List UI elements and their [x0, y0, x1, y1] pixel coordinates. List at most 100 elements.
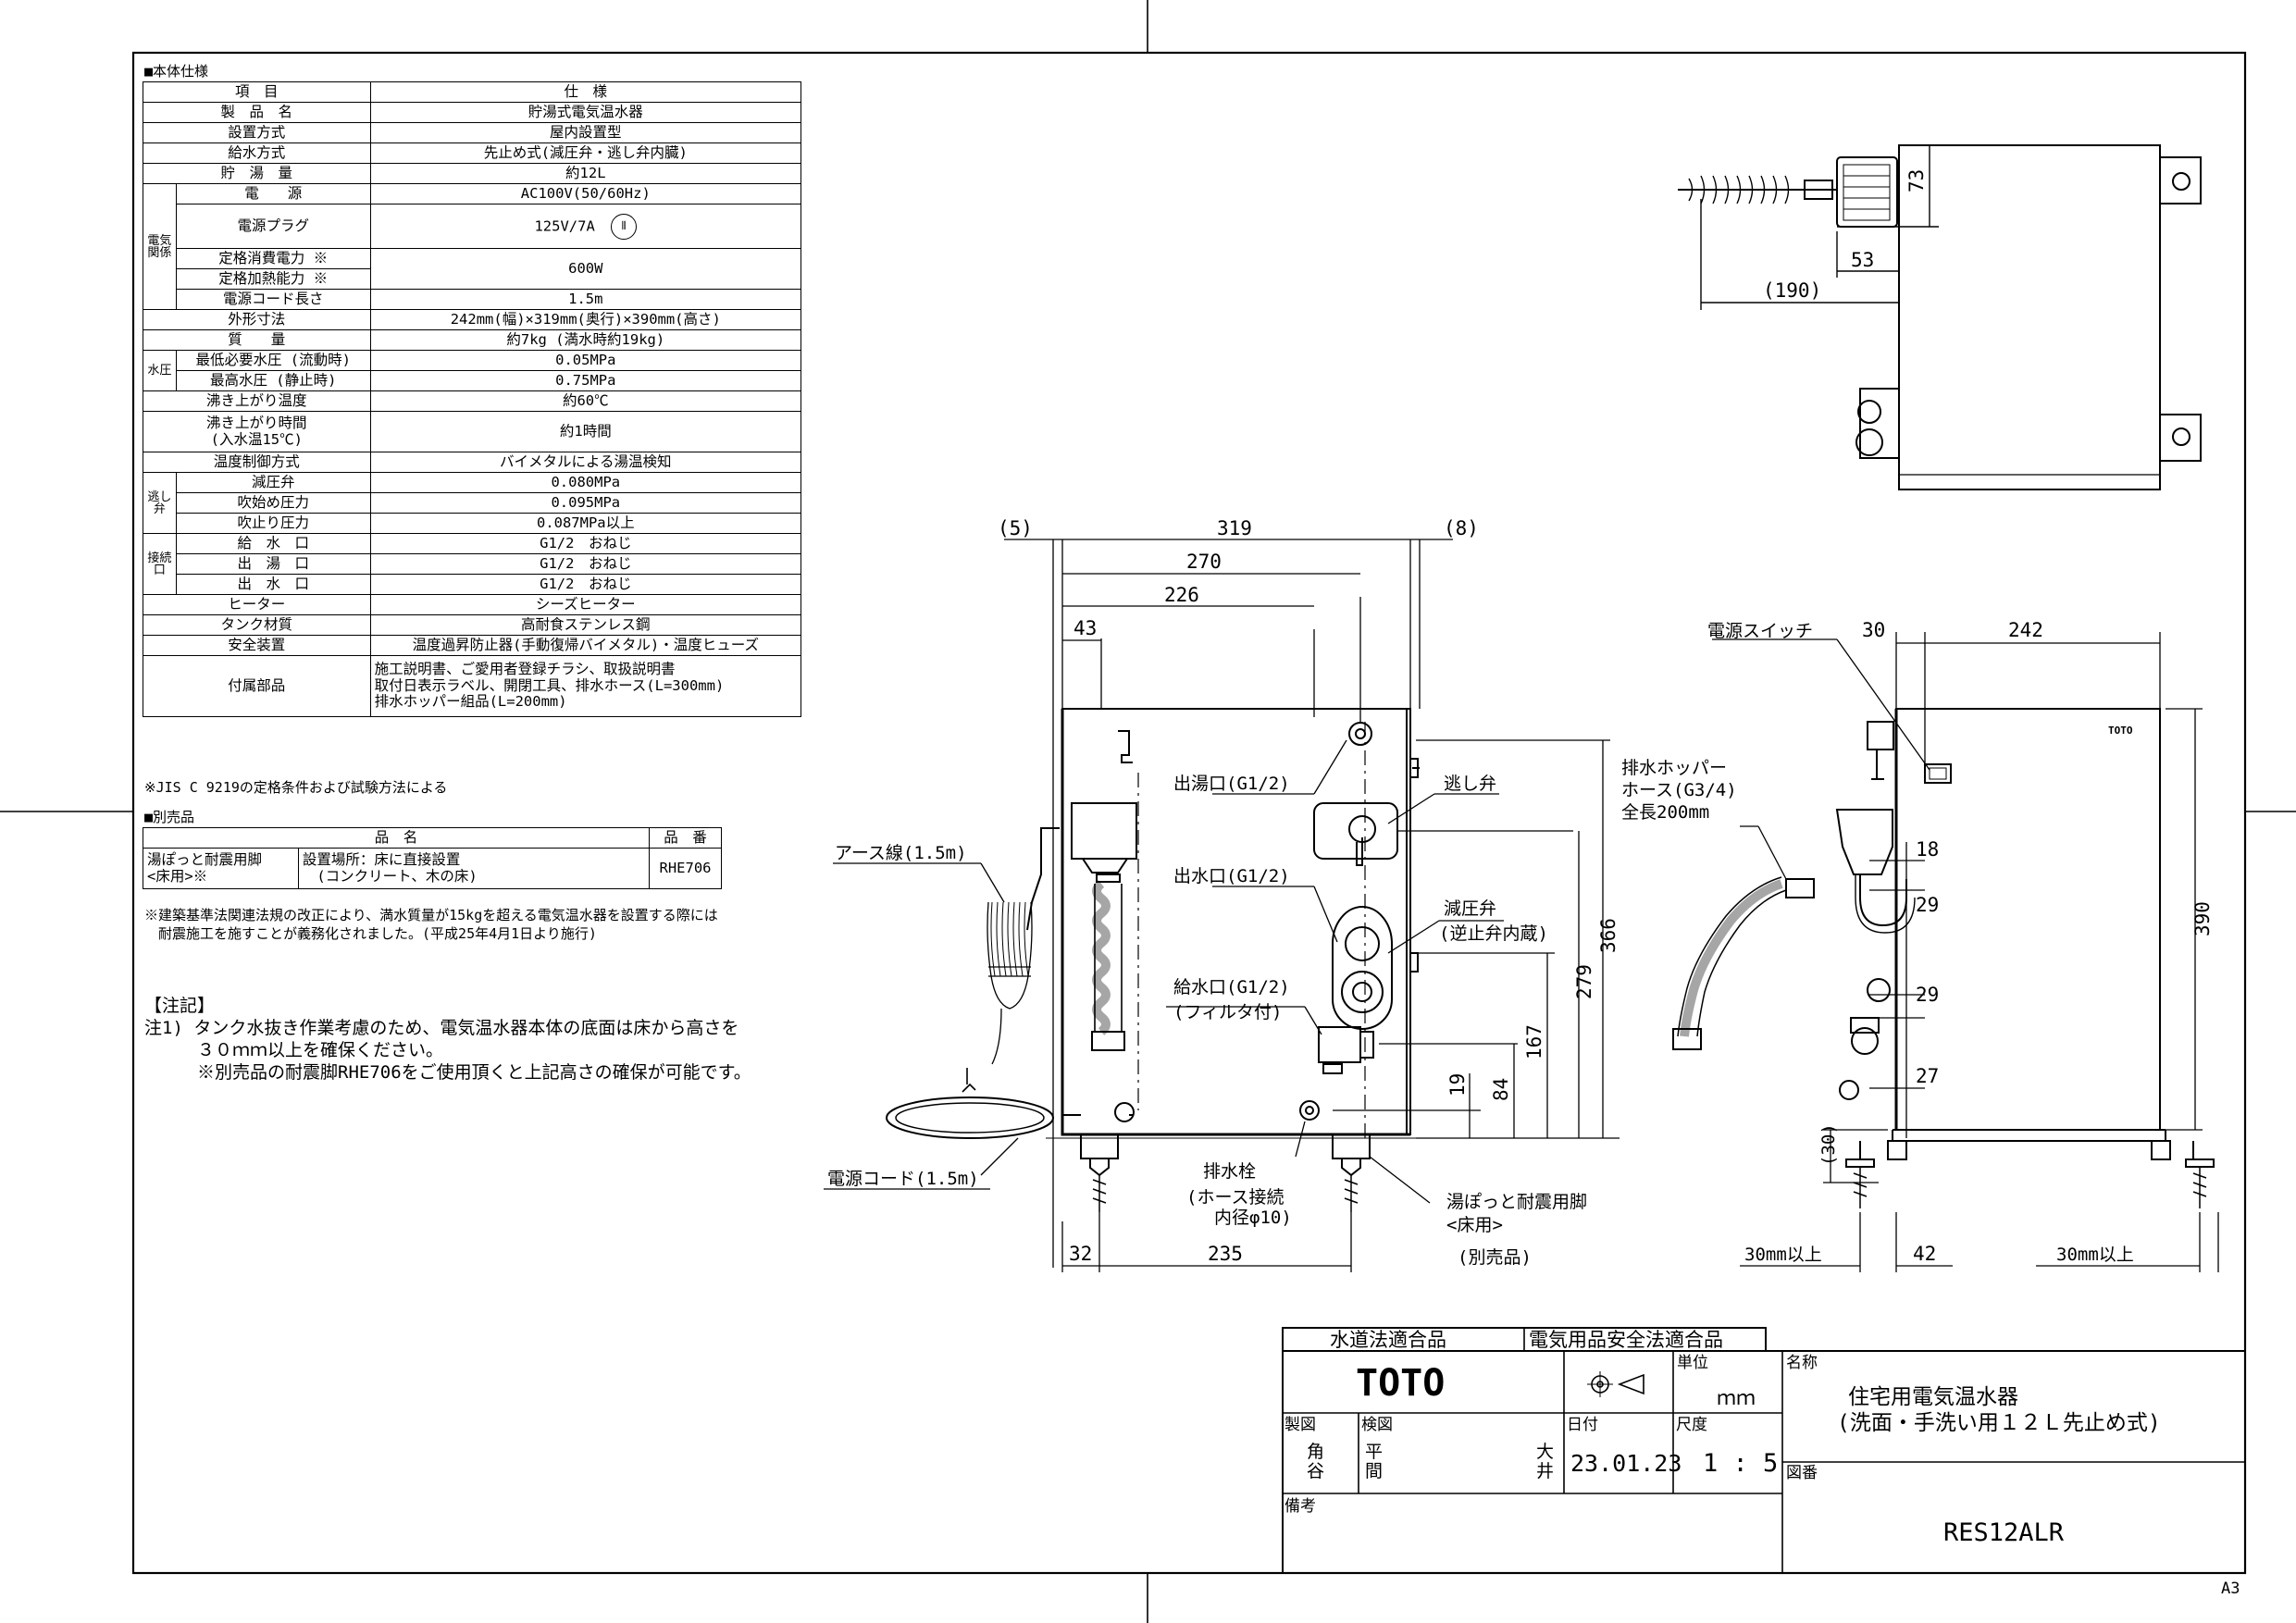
table-row: 接続口給 水 口 G1/2 おねじ [143, 533, 802, 595]
front-view-dimensions: (5) 319 (8) 270 226 43 366 279 167 84 19… [998, 517, 1620, 1265]
sheet-size: A3 [2221, 1580, 2240, 1598]
spec-value: 屋内設置型 [369, 122, 802, 143]
label-inlet: 給水口(G1/2) [1173, 977, 1290, 997]
cert-water: 水道法適合品 [1330, 1329, 1446, 1351]
title-block-text: 水道法適合品 電気用品安全法適合品 TOTO 単位 ｍｍ 名称 住宅用電気温水器… [1285, 1329, 2240, 1598]
top-view [1678, 144, 2202, 490]
unit-value: ｍｍ [1717, 1387, 1756, 1409]
spec-value: 施工説明書、ご愛用者登録チラシ、取扱説明書 取付日表示ラベル、開閉工具、排水ホー… [369, 655, 802, 717]
dim-18: 18 [1916, 838, 1939, 861]
options-header-name: 品 名 [142, 827, 651, 849]
check-label: 検図 [1361, 1416, 1393, 1434]
option-place: 設置場所：床に直接設置 (コンクリート、木の床) [297, 848, 651, 889]
spec-value: 0.087MPa以上 [369, 513, 802, 534]
spec-item: タンク材質 [143, 614, 371, 636]
label-power-cord: 電源コード(1.5m) [827, 1169, 979, 1189]
spec-table: 項 目仕 様 製 品 名貯湯式電気温水器 設置方式屋内設置型 給水方式先止め式(… [143, 81, 802, 717]
date-label: 日付 [1567, 1416, 1598, 1434]
spec-item: 出 水 口 [175, 574, 371, 595]
dim-53: 53 [1851, 249, 1874, 271]
option-code: RHE706 [649, 848, 722, 889]
dim-242: 242 [2008, 619, 2043, 641]
spec-item: 吹止り圧力 [175, 513, 371, 534]
spec-value: 約12L [369, 163, 802, 184]
dim-43: 43 [1074, 617, 1097, 639]
spec-item: 付属部品 [143, 655, 371, 717]
spec-value: 242mm(幅)×319mm(奥行)×390mm(高さ) [369, 309, 802, 330]
spec-item: 質 量 [143, 329, 371, 351]
spec-item: 沸き上がり温度 [143, 390, 371, 412]
label-30mm-right: 30mm以上 [2056, 1245, 2134, 1265]
label-hot-outlet: 出湯口(G1/2) [1173, 774, 1290, 794]
table-row: 安全装置温度過昇防止器(手動復帰バイメタル)・温度ヒューズ [143, 635, 802, 656]
checked-by-2: 間 [1365, 1461, 1383, 1481]
spec-header-row: 項 目仕 様 [143, 81, 802, 103]
notes-line-1: 注1) タンク水抜き作業考慮のため、電気温水器本体の底面は床から高さを [144, 1018, 739, 1038]
plug-icon: ⦀ [611, 213, 638, 240]
dim-29b: 29 [1916, 984, 1939, 1006]
dim-279: 279 [1573, 964, 1595, 999]
table-row: ヒーターシーズヒーター [143, 594, 802, 615]
spec-heading: ■本体仕様 [144, 63, 209, 80]
spec-item: 給 水 口 [175, 533, 371, 554]
spec-header-value: 仕 様 [369, 81, 802, 103]
scale-label: 尺度 [1676, 1416, 1707, 1434]
dim-19: 19 [1446, 1073, 1469, 1096]
drawn-by-2: 谷 [1307, 1461, 1324, 1481]
label-30mm-left: 30mm以上 [1744, 1245, 1822, 1265]
spec-item: 最高水圧 (静止時) [175, 370, 371, 391]
spec-group-relief: 逃し弁 [143, 472, 177, 534]
dim-30-leg: (30) [1818, 1123, 1839, 1166]
spec-item: 電 源 [175, 183, 371, 204]
table-row: 沸き上がり時間 (入水温15℃)約1時間 [143, 411, 802, 452]
label-leg: 湯ぽっと耐震用脚 [1446, 1192, 1587, 1212]
table-row: 質 量約7kg (満水時約19kg) [143, 329, 802, 351]
drawn-label: 製図 [1285, 1416, 1316, 1434]
label-leg-option: (別売品) [1458, 1247, 1532, 1268]
spec-value: 125V/7A [534, 217, 595, 234]
label-hopper1: 排水ホッパー [1621, 758, 1727, 778]
option-name: 湯ぽっと耐震用脚 <床用>※ [143, 848, 299, 889]
spec-value: シーズヒーター [369, 594, 802, 615]
title-block-lines [1282, 1327, 2246, 1574]
table-row: 最高水圧 (静止時)0.75MPa [143, 370, 802, 391]
spec-header-item: 項 目 [143, 81, 371, 103]
label-relief-valve: 逃し弁 [1444, 774, 1496, 794]
dim-270: 270 [1186, 551, 1222, 573]
spec-item: 最低必要水圧 (流動時) [175, 350, 371, 371]
spec-value: 0.75MPa [369, 370, 802, 391]
label-leg-note: <床用> [1446, 1215, 1503, 1235]
dim-167: 167 [1523, 1024, 1545, 1059]
front-view [824, 539, 1620, 1272]
spec-value: G1/2 おねじ [369, 574, 802, 595]
table-row: タンク材質高耐食ステンレス鋼 [143, 614, 802, 636]
product-name-1: 住宅用電気温水器 [1848, 1385, 2018, 1409]
spec-item: 給水方式 [143, 142, 371, 164]
dim-84: 84 [1490, 1078, 1512, 1101]
table-row: 水圧最低必要水圧 (流動時)0.05MPa [143, 350, 802, 391]
spec-item: 沸き上がり時間 (入水温15℃) [143, 411, 371, 452]
dim-42: 42 [1913, 1243, 1936, 1265]
law-note-1: ※建築基準法関連法規の改正により、満水質量が15kgを超える電気温水器を設置する… [144, 907, 718, 923]
spec-value: 先止め式(減圧弁・逃し弁内臓) [369, 142, 802, 164]
label-reducer: 減圧弁 [1444, 898, 1496, 919]
spec-item: 定格加熱能力 ※ [175, 268, 371, 290]
label-hopper2: ホース(G3/4) [1621, 780, 1737, 800]
dim-32: 32 [1069, 1243, 1092, 1265]
spec-group-connection: 接続口 [143, 533, 177, 595]
spec-value: 600W [369, 248, 802, 290]
spec-value: 0.080MPa [369, 472, 802, 493]
spec-group-electric: 電気関係 [143, 183, 177, 310]
label-drain-note2: 内径φ10) [1214, 1208, 1292, 1228]
side-view-dimensions: 電源スイッチ 30 242 TOTO 排水ホッパー ホース(G3/4) 全長20… [1621, 619, 2214, 1265]
spec-value: AC100V(50/60Hz) [369, 183, 802, 204]
spec-value: 高耐食ステンレス鋼 [369, 614, 802, 636]
label-inlet-note: (フィルタ付) [1173, 1002, 1283, 1022]
